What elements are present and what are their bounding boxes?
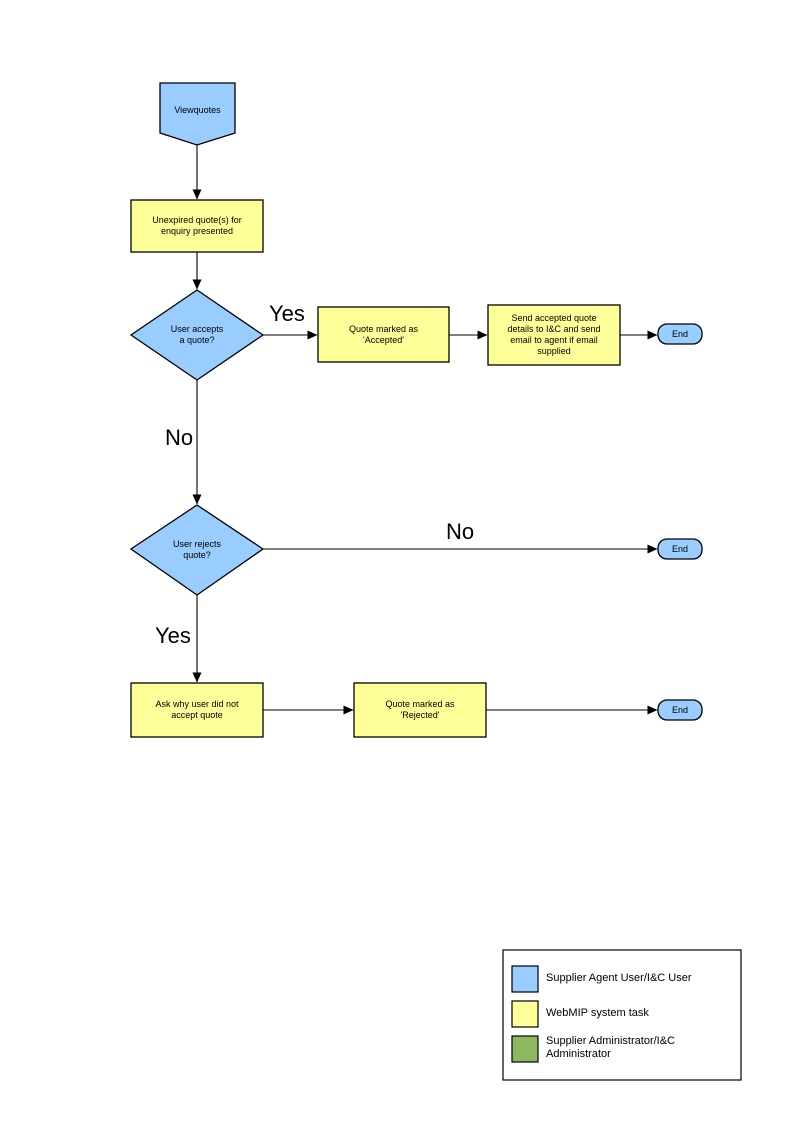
node-send-accepted-details[interactable] (487, 304, 621, 366)
edge-label-yes-rejects: Yes (155, 623, 191, 648)
node-end-terminator-2[interactable] (657, 538, 703, 560)
connector-group (192, 145, 658, 715)
node-quote-marked-accepted[interactable] (317, 306, 450, 363)
node-unexpired-quotes[interactable] (130, 199, 264, 253)
edge-label-no-rejects: No (446, 519, 475, 544)
legend-label-actor: Supplier Agent User/I&C User (546, 972, 692, 984)
legend-label-admin: Supplier Administrator/I&C Administrator (546, 1035, 675, 1060)
node-start-viewquotes[interactable] (159, 82, 236, 146)
node-decision-user-accepts[interactable] (129, 289, 265, 381)
legend-swatch-actor (511, 965, 539, 993)
node-decision-user-rejects[interactable] (129, 504, 265, 596)
edge-label-no-accepts: No (165, 425, 194, 450)
node-quote-marked-rejected[interactable] (353, 682, 487, 738)
legend-swatch-admin (511, 1035, 539, 1063)
edge-label-yes-accepts: Yes (269, 301, 305, 326)
node-end-terminator-3[interactable] (657, 699, 703, 721)
legend-label-system: WebMIP system task (546, 1007, 649, 1019)
node-end-terminator-1[interactable] (657, 323, 703, 345)
node-ask-why-not-accepted[interactable] (130, 682, 264, 738)
legend-swatch-system (511, 1000, 539, 1028)
legend-box (502, 949, 742, 1081)
